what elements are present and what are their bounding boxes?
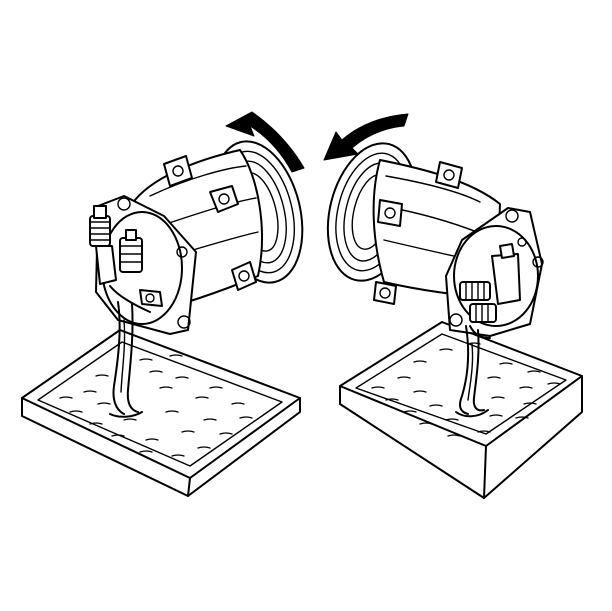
left-drain-pan bbox=[21, 329, 301, 497]
right-oil-stream bbox=[455, 325, 489, 418]
left-pan-oil-surface bbox=[59, 354, 253, 457]
right-pan-oil-surface bbox=[371, 342, 561, 437]
right-compressor bbox=[326, 142, 544, 418]
right-compressor-fittings bbox=[459, 243, 521, 339]
rotate-left-arrow-icon bbox=[225, 111, 305, 173]
right-drain-pan bbox=[339, 321, 583, 499]
left-compressor-fittings bbox=[89, 205, 163, 313]
left-oil-stream bbox=[109, 301, 143, 418]
rotate-left-arrow-icon bbox=[323, 113, 409, 161]
left-compressor bbox=[89, 140, 304, 418]
